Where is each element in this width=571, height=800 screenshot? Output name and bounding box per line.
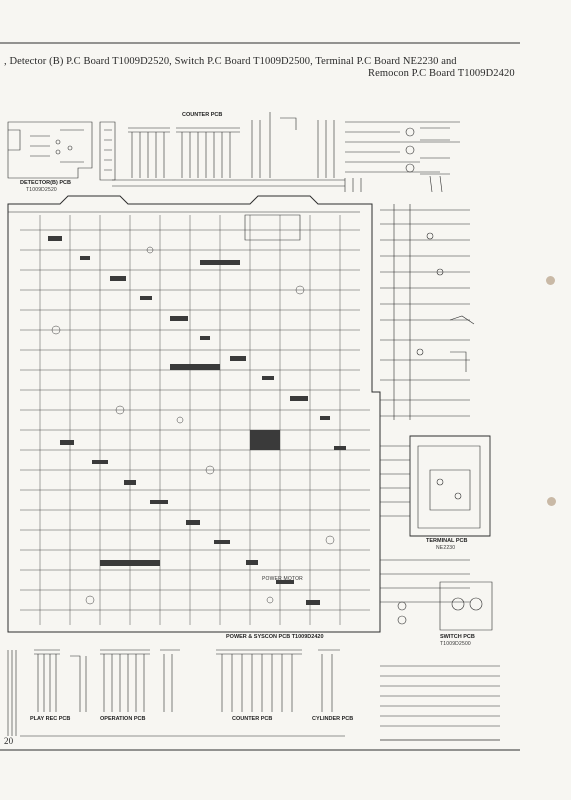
power-syscon-pcb-label: POWER & SYSCON PCB T1009D2420 xyxy=(226,634,324,640)
diagram-title-line-2: Remocon P.C Board T1009D2420 xyxy=(368,68,515,79)
punch-hole-top xyxy=(546,276,555,285)
detector-pcb-label: DETECTOR(B) PCB xyxy=(20,180,71,186)
terminal-pcb-number: NE2230 xyxy=(436,545,456,551)
switch-pcb-label: SWITCH PCB xyxy=(440,634,475,640)
terminal-pcb-label: TERMINAL PCB xyxy=(426,538,468,544)
counter-pcb-bottom-label: COUNTER PCB xyxy=(232,716,273,722)
counter-pcb-top-label: COUNTER PCB xyxy=(182,112,223,118)
page-fragment-number: 20 xyxy=(4,736,14,746)
cylinder-pcb-label: CYLINDER PCB xyxy=(312,716,354,722)
switch-pcb-number: T1009D2500 xyxy=(440,641,471,647)
punch-hole-bottom xyxy=(547,497,556,506)
diagram-title-line-1: , Detector (B) P.C Board T1009D2520, Swi… xyxy=(4,56,457,67)
play-rec-pcb-label: PLAY REC PCB xyxy=(30,716,71,722)
detector-pcb-number: T1009D2520 xyxy=(26,187,57,193)
power-motor-label: POWER MOTOR xyxy=(262,576,303,582)
operation-pcb-label: OPERATION PCB xyxy=(100,716,146,722)
